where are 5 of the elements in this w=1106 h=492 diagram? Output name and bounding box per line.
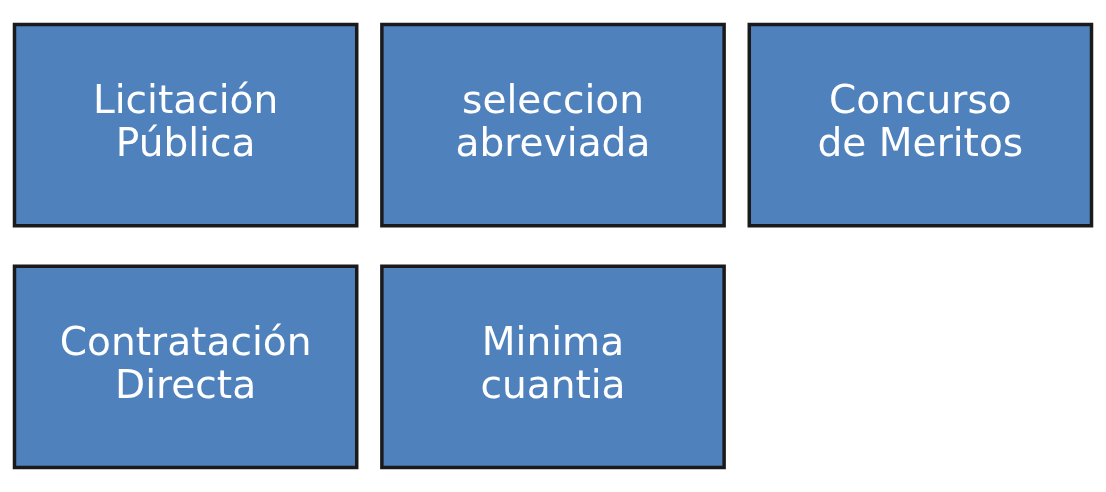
- node-box: Contratación Directa: [12, 264, 359, 470]
- node-box: Licitación Pública: [12, 22, 359, 228]
- node-box: seleccion abreviada: [380, 22, 726, 228]
- node-box: Minima cuantia: [380, 264, 726, 470]
- node-box: Concurso de Meritos: [747, 22, 1094, 228]
